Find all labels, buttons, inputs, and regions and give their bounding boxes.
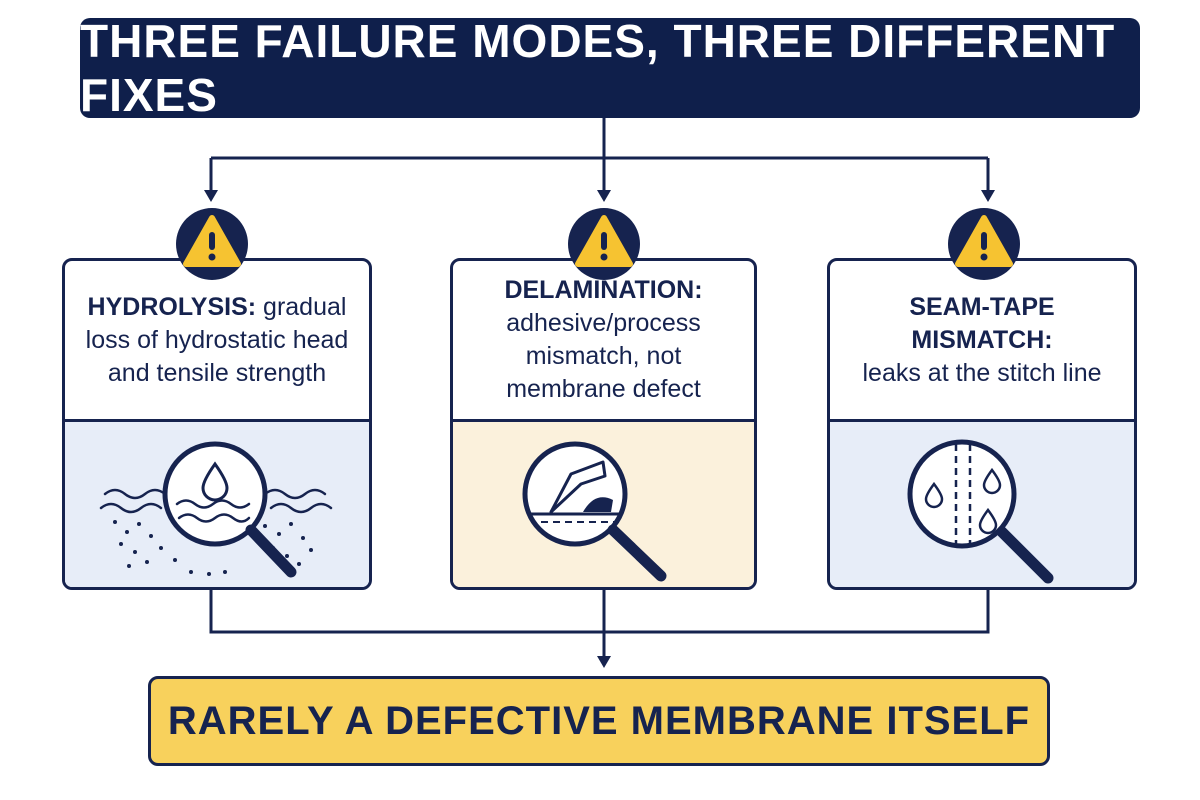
magnifier-peeling-layer-icon xyxy=(522,441,667,582)
diagram-title: THREE FAILURE MODES, THREE DIFFERENT FIX… xyxy=(80,15,1116,121)
card-label: SEAM-TAPE MISMATCH: xyxy=(909,292,1055,354)
card-label: HYDROLYSIS: xyxy=(87,292,257,321)
title-banner: THREE FAILURE MODES, THREE DIFFERENT FIX… xyxy=(80,15,1140,121)
failure-card-seam-tape: SEAM-TAPE MISMATCH: leaks at the stitch l… xyxy=(827,258,1137,590)
card-divider xyxy=(830,419,1134,422)
warning-icon xyxy=(948,208,1020,280)
warning-icon xyxy=(568,208,640,280)
card-description: leaks at the stitch line xyxy=(862,358,1102,387)
card-label: DELAMINATION: xyxy=(504,276,703,304)
failure-card-delamination: DELAMINATION: adhesive/process mismatch,… xyxy=(450,258,757,590)
card-text-block: DELAMINATION: adhesive/process mismatch,… xyxy=(453,261,754,419)
failure-card-hydrolysis: HYDROLYSIS: gradual loss of hydrostatic … xyxy=(62,258,372,590)
card-divider xyxy=(65,419,369,422)
magnifier-seam-leak-icon xyxy=(907,439,1054,584)
card-description: gradual loss of hydrostatic head and ten… xyxy=(85,292,349,387)
card-text-block: HYDROLYSIS: gradual loss of hydrostatic … xyxy=(65,261,369,419)
card-illustration-panel xyxy=(453,422,754,587)
conclusion-text: RARELY A DEFECTIVE MEMBRANE ITSELF xyxy=(167,698,1031,743)
card-divider xyxy=(453,419,754,422)
magnifier-water-drop-icon xyxy=(99,441,333,578)
card-description: adhesive/process mismatch, not membrane … xyxy=(506,309,701,403)
card-illustration-panel xyxy=(65,422,369,587)
card-text-block: SEAM-TAPE MISMATCH: leaks at the stitch l… xyxy=(830,261,1134,419)
conclusion-banner: RARELY A DEFECTIVE MEMBRANE ITSELF xyxy=(148,676,1050,766)
warning-icon xyxy=(176,208,248,280)
card-illustration-panel xyxy=(830,422,1134,587)
